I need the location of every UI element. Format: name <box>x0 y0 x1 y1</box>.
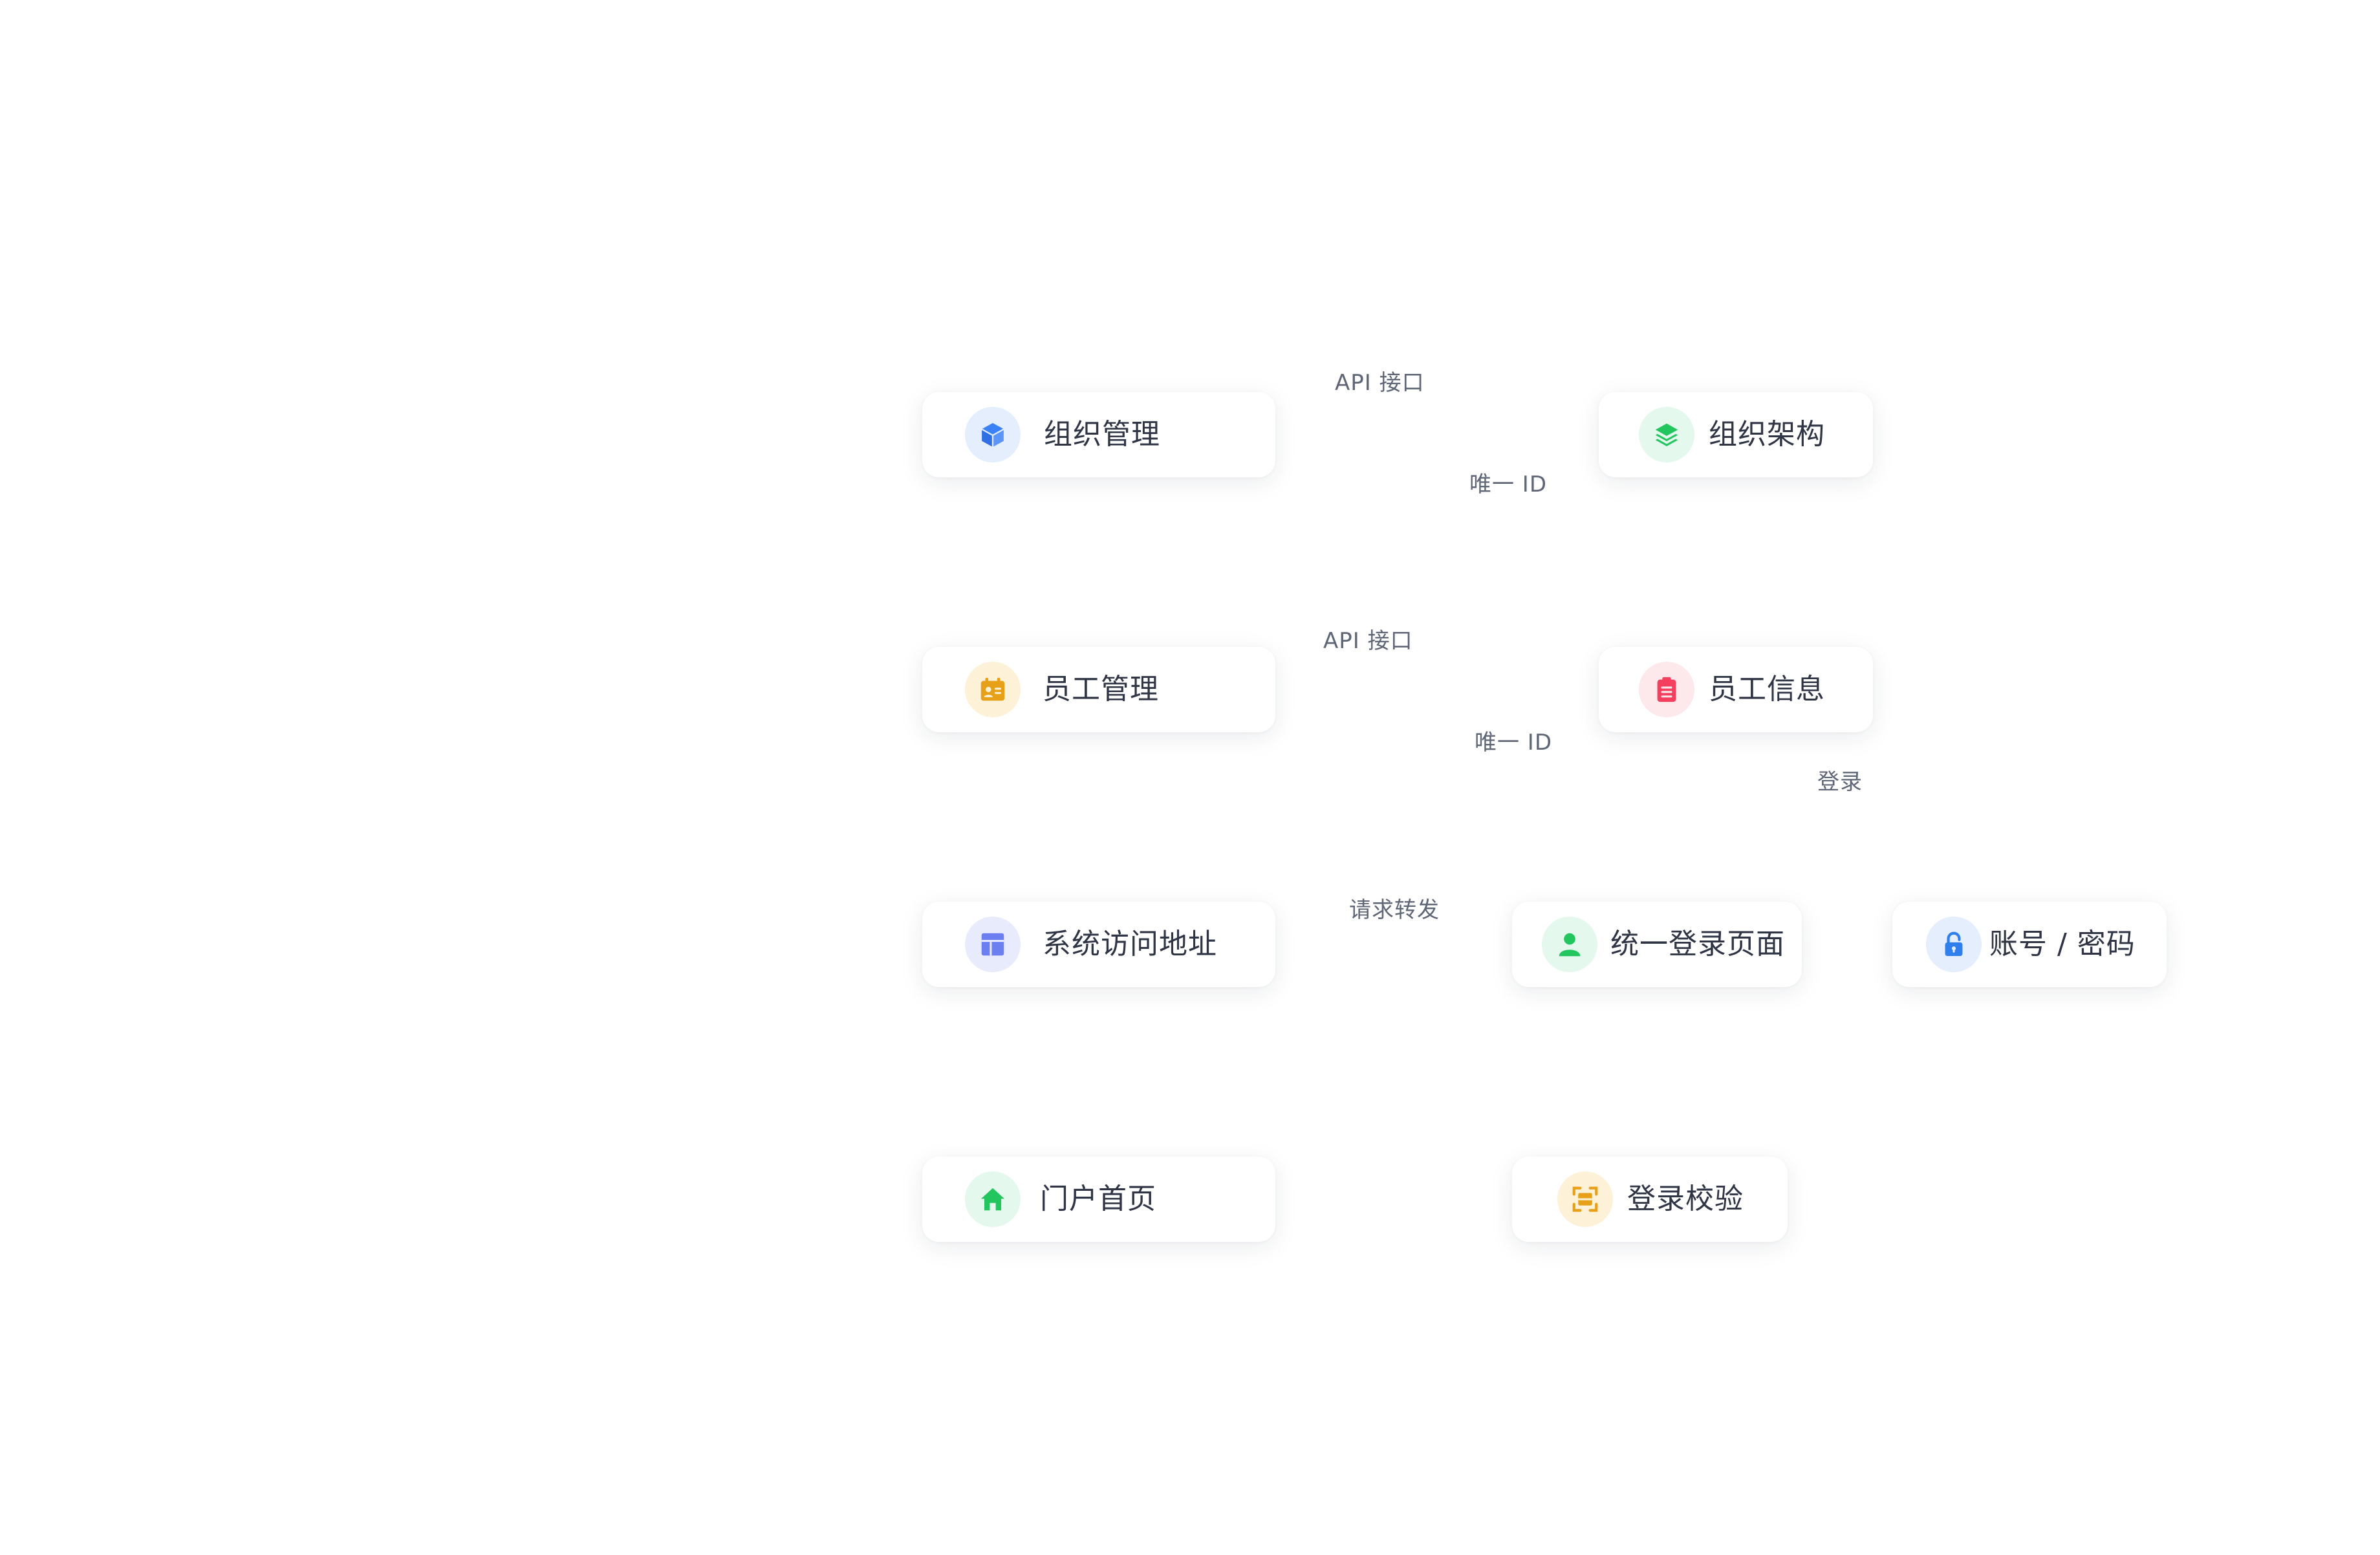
edge-label-employee-unique-id: 唯一 ID <box>1475 730 1553 756</box>
node-employee-management[interactable]: 员工管理 <box>922 647 1275 732</box>
node-label: 账号 / 密码 <box>1989 928 2136 961</box>
node-org-management[interactable]: 组织管理 <box>922 392 1275 477</box>
node-label: 员工信息 <box>1709 673 1825 706</box>
layout-icon <box>965 917 1021 972</box>
node-label: 门户首页 <box>1040 1182 1156 1215</box>
node-unified-login-page[interactable]: 统一登录页面 <box>1512 902 1802 987</box>
node-label: 组织架构 <box>1709 418 1825 451</box>
edge-label-request-forward: 请求转发 <box>1349 897 1440 923</box>
node-account-password[interactable]: 账号 / 密码 <box>1892 902 2167 987</box>
node-label: 系统访问地址 <box>1043 928 1217 961</box>
user-icon <box>1542 917 1597 972</box>
node-org-structure[interactable]: 组织架构 <box>1599 392 1873 477</box>
node-system-access-address[interactable]: 系统访问地址 <box>922 902 1275 987</box>
edge-label-org-api: API 接口 <box>1335 370 1425 396</box>
id-card-icon <box>965 662 1021 717</box>
cube-icon <box>965 407 1021 462</box>
node-login-verification[interactable]: 登录校验 <box>1512 1157 1788 1242</box>
edge-label-login: 登录 <box>1817 769 1863 795</box>
node-employee-info[interactable]: 员工信息 <box>1599 647 1873 732</box>
edge-label-org-unique-id: 唯一 ID <box>1469 472 1548 497</box>
layers-icon <box>1639 407 1694 462</box>
scan-icon <box>1557 1171 1613 1227</box>
edge-label-employee-api: API 接口 <box>1323 628 1413 654</box>
home-icon <box>965 1171 1021 1227</box>
node-label: 组织管理 <box>1044 418 1160 451</box>
lock-icon <box>1926 917 1982 972</box>
node-portal-home[interactable]: 门户首页 <box>922 1157 1275 1242</box>
clipboard-icon <box>1639 662 1694 717</box>
node-label: 登录校验 <box>1627 1182 1744 1215</box>
node-label: 统一登录页面 <box>1610 928 1785 961</box>
node-label: 员工管理 <box>1043 673 1159 706</box>
